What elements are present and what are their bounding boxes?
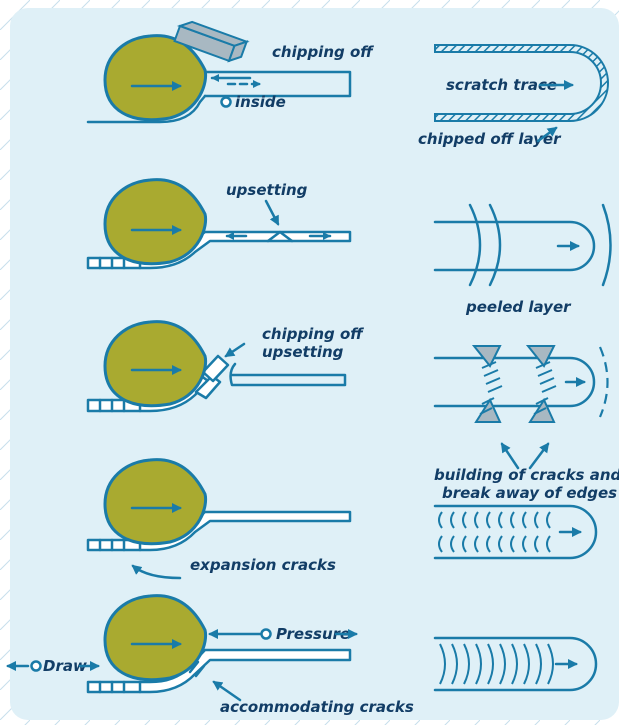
label-peeled-layer: peeled layer — [465, 298, 572, 316]
inside-marker — [220, 96, 232, 108]
chip-block — [173, 20, 250, 63]
scratch-trace-outline — [434, 44, 609, 122]
label-upsetting-2: upsetting — [262, 343, 344, 361]
row-2-upsetting: upsetting peeled layer — [86, 178, 612, 316]
tool-tip-5 — [103, 594, 208, 682]
label-chipped-off-layer: chipped off layer — [418, 130, 562, 148]
tool-tip-1 — [103, 34, 208, 122]
label-chipping-off: chipping off — [272, 43, 374, 61]
label-scratch-trace: scratch trace — [446, 76, 557, 94]
label-cracks-line1: building of cracks and — [434, 466, 619, 484]
pressure-marker — [260, 628, 272, 640]
tool-tip-4 — [103, 458, 208, 546]
label-upsetting: upsetting — [226, 181, 308, 199]
tool-tip-2 — [103, 178, 208, 266]
label-inside: inside — [235, 93, 286, 111]
label-expansion-cracks: expansion cracks — [190, 556, 336, 574]
label-draw: Draw — [43, 657, 87, 675]
label-pressure: Pressure — [276, 625, 350, 643]
row-1-chipping-off: chipping off inside scratch trace chippe… — [86, 20, 609, 148]
row-5-pressure-draw: Pressure Draw accommodating cracks — [6, 594, 598, 716]
label-cracks-line2: break away of edges — [442, 484, 617, 502]
tool-tip-3 — [103, 320, 208, 408]
row-3-chipping-upsetting: chipping off upsetting building of crack… — [86, 320, 619, 502]
row-4-expansion-cracks: expansion cracks — [86, 458, 598, 580]
label-chipping-off-2: chipping off — [262, 325, 364, 343]
draw-marker — [30, 660, 42, 672]
label-accommodating-cracks: accommodating cracks — [220, 698, 414, 716]
